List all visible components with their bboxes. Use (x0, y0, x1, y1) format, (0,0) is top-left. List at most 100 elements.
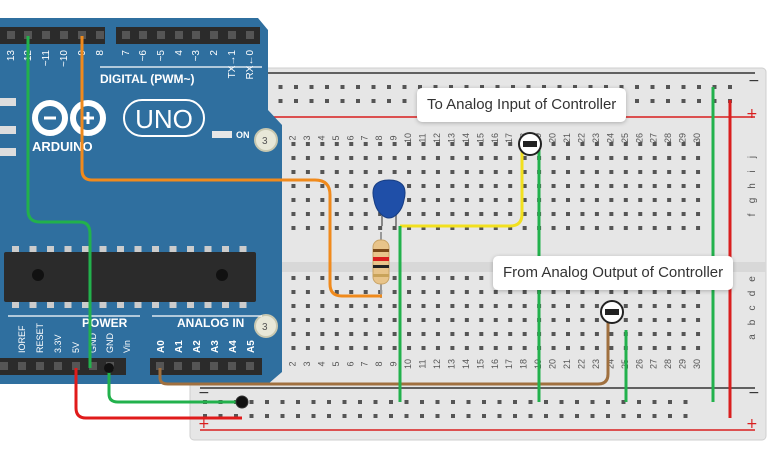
rail-hole (402, 99, 407, 103)
rail-hole (296, 414, 300, 418)
rail-hole (373, 400, 378, 404)
hole (681, 226, 686, 230)
hole (334, 184, 339, 188)
hole (594, 290, 599, 294)
digital-pin-label: ~11 (41, 50, 52, 67)
wire-yellow (400, 148, 524, 228)
hole (566, 156, 570, 160)
hole (320, 346, 325, 350)
rail-hole (402, 85, 407, 89)
hole (609, 212, 614, 216)
resistor (372, 232, 390, 298)
hole (681, 290, 686, 294)
hole (551, 170, 556, 174)
hole (508, 170, 513, 174)
hole (479, 198, 484, 202)
hole (623, 318, 628, 322)
rail-hole (697, 85, 701, 89)
hole (320, 184, 325, 188)
header-pin (210, 362, 218, 370)
hole (392, 304, 397, 308)
hole (609, 226, 614, 230)
hole (305, 170, 310, 174)
row-letter: b (747, 319, 758, 325)
hole (407, 276, 412, 280)
hole (320, 212, 325, 216)
hole (566, 212, 570, 216)
rail-hole (451, 400, 455, 404)
rail-hole (420, 400, 424, 404)
hole (551, 346, 556, 350)
hole (508, 212, 513, 216)
hole (450, 170, 455, 174)
column-number: 13 (446, 133, 456, 143)
rail-hole (466, 400, 471, 404)
hole (479, 142, 484, 146)
hole (696, 156, 701, 160)
hole (493, 184, 498, 188)
header-pin (24, 31, 32, 39)
column-number: 13 (446, 359, 456, 369)
hole (667, 226, 672, 230)
analog-pin-label: A0 (156, 340, 167, 353)
hole (508, 304, 513, 308)
hole (696, 142, 701, 146)
hole (638, 318, 643, 322)
rail-hole (371, 99, 376, 103)
column-number: 16 (490, 133, 500, 143)
hole (638, 170, 643, 174)
hole (334, 332, 339, 336)
rail-hole (666, 99, 670, 103)
hole (623, 142, 628, 146)
hole (551, 318, 556, 322)
row-letter: e (747, 276, 758, 282)
hole (652, 346, 657, 350)
hole (435, 170, 440, 174)
column-number: 21 (562, 133, 572, 143)
rail-hole (681, 99, 686, 103)
rail-hole (480, 85, 484, 89)
rail-hole (278, 99, 283, 103)
hole (378, 170, 383, 174)
power-pin-label: RESET (35, 322, 45, 353)
digital-pin-label: 7 (121, 50, 132, 56)
analog-pin-label: A4 (228, 340, 239, 353)
hole (479, 226, 484, 230)
hole (623, 184, 628, 188)
mount-hole-label: 3 (262, 322, 268, 333)
on-label: ON (236, 130, 250, 140)
top-rail-minus-sign: − (748, 73, 760, 89)
hole (681, 142, 686, 146)
hole (320, 276, 325, 280)
column-number: 7 (360, 135, 370, 140)
hole (638, 332, 643, 336)
analog-pin-label: A2 (192, 340, 203, 353)
rail-hole (482, 414, 486, 418)
row-letter: a (747, 334, 758, 340)
hole (493, 142, 498, 146)
hole (580, 346, 585, 350)
rail-hole (557, 85, 562, 89)
top-rail-plus-sign: + (746, 106, 758, 122)
hole (464, 142, 469, 146)
hole (421, 198, 426, 202)
hole (378, 346, 383, 350)
rail-hole (544, 414, 548, 418)
bottom-rail-minus-sign-right: − (748, 385, 760, 401)
hole (594, 156, 599, 160)
hole (696, 290, 701, 294)
column-number: 20 (548, 359, 558, 369)
header-pin (139, 31, 147, 39)
rail-hole (420, 414, 424, 418)
hole (334, 318, 339, 322)
hole (392, 318, 397, 322)
header-pin (246, 362, 254, 370)
rail-hole (652, 400, 657, 404)
hole (305, 142, 310, 146)
hole (407, 212, 412, 216)
rail-hole (513, 400, 517, 404)
hole (378, 142, 383, 146)
hole (623, 198, 628, 202)
